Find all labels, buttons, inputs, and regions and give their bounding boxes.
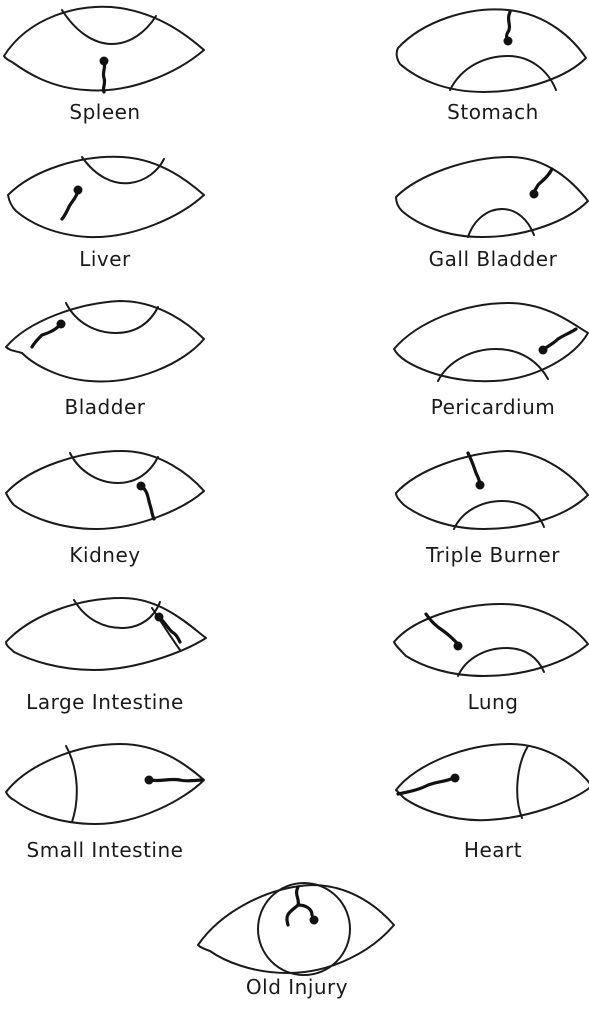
eye-bladder: Bladder (0, 295, 210, 445)
eye-liver-drawing (0, 147, 210, 247)
eye-old-injury-drawing (192, 875, 402, 975)
label-kidney: Kidney (0, 543, 210, 567)
eye-spleen-drawing (0, 0, 210, 100)
eye-small-intestine-drawing (0, 738, 210, 838)
eye-large-intestine-drawing (0, 590, 210, 690)
label-heart: Heart (388, 838, 589, 862)
eye-old-injury: Old Injury (192, 875, 402, 1025)
eye-stomach-drawing (388, 0, 589, 100)
label-large-intestine: Large Intestine (0, 690, 210, 714)
label-liver: Liver (0, 247, 210, 271)
eye-gall-bladder-drawing (388, 147, 589, 247)
eye-lung: Lung (388, 590, 589, 740)
eye-pericardium: Pericardium (388, 295, 589, 445)
eye-triple-burner: Triple Burner (388, 443, 589, 593)
label-spleen: Spleen (0, 100, 210, 124)
eye-heart-drawing (388, 738, 589, 838)
eye-triple-burner-drawing (388, 443, 589, 543)
eye-lung-drawing (388, 590, 589, 690)
label-pericardium: Pericardium (388, 395, 589, 419)
label-bladder: Bladder (0, 395, 210, 419)
eye-stomach: Stomach (388, 0, 589, 150)
eye-bladder-drawing (0, 295, 210, 395)
eye-large-intestine: Large Intestine (0, 590, 210, 740)
eye-kidney: Kidney (0, 443, 210, 593)
eye-gall-bladder: Gall Bladder (388, 147, 589, 297)
label-stomach: Stomach (388, 100, 589, 124)
label-lung: Lung (388, 690, 589, 714)
label-small-intestine: Small Intestine (0, 838, 210, 862)
eye-small-intestine: Small Intestine (0, 738, 210, 888)
eye-liver: Liver (0, 147, 210, 297)
label-old-injury: Old Injury (192, 975, 402, 999)
eye-heart: Heart (388, 738, 589, 888)
label-triple-burner: Triple Burner (388, 543, 589, 567)
eye-kidney-drawing (0, 443, 210, 543)
eye-pericardium-drawing (388, 295, 589, 395)
label-gall-bladder: Gall Bladder (388, 247, 589, 271)
eye-spleen: Spleen (0, 0, 210, 150)
